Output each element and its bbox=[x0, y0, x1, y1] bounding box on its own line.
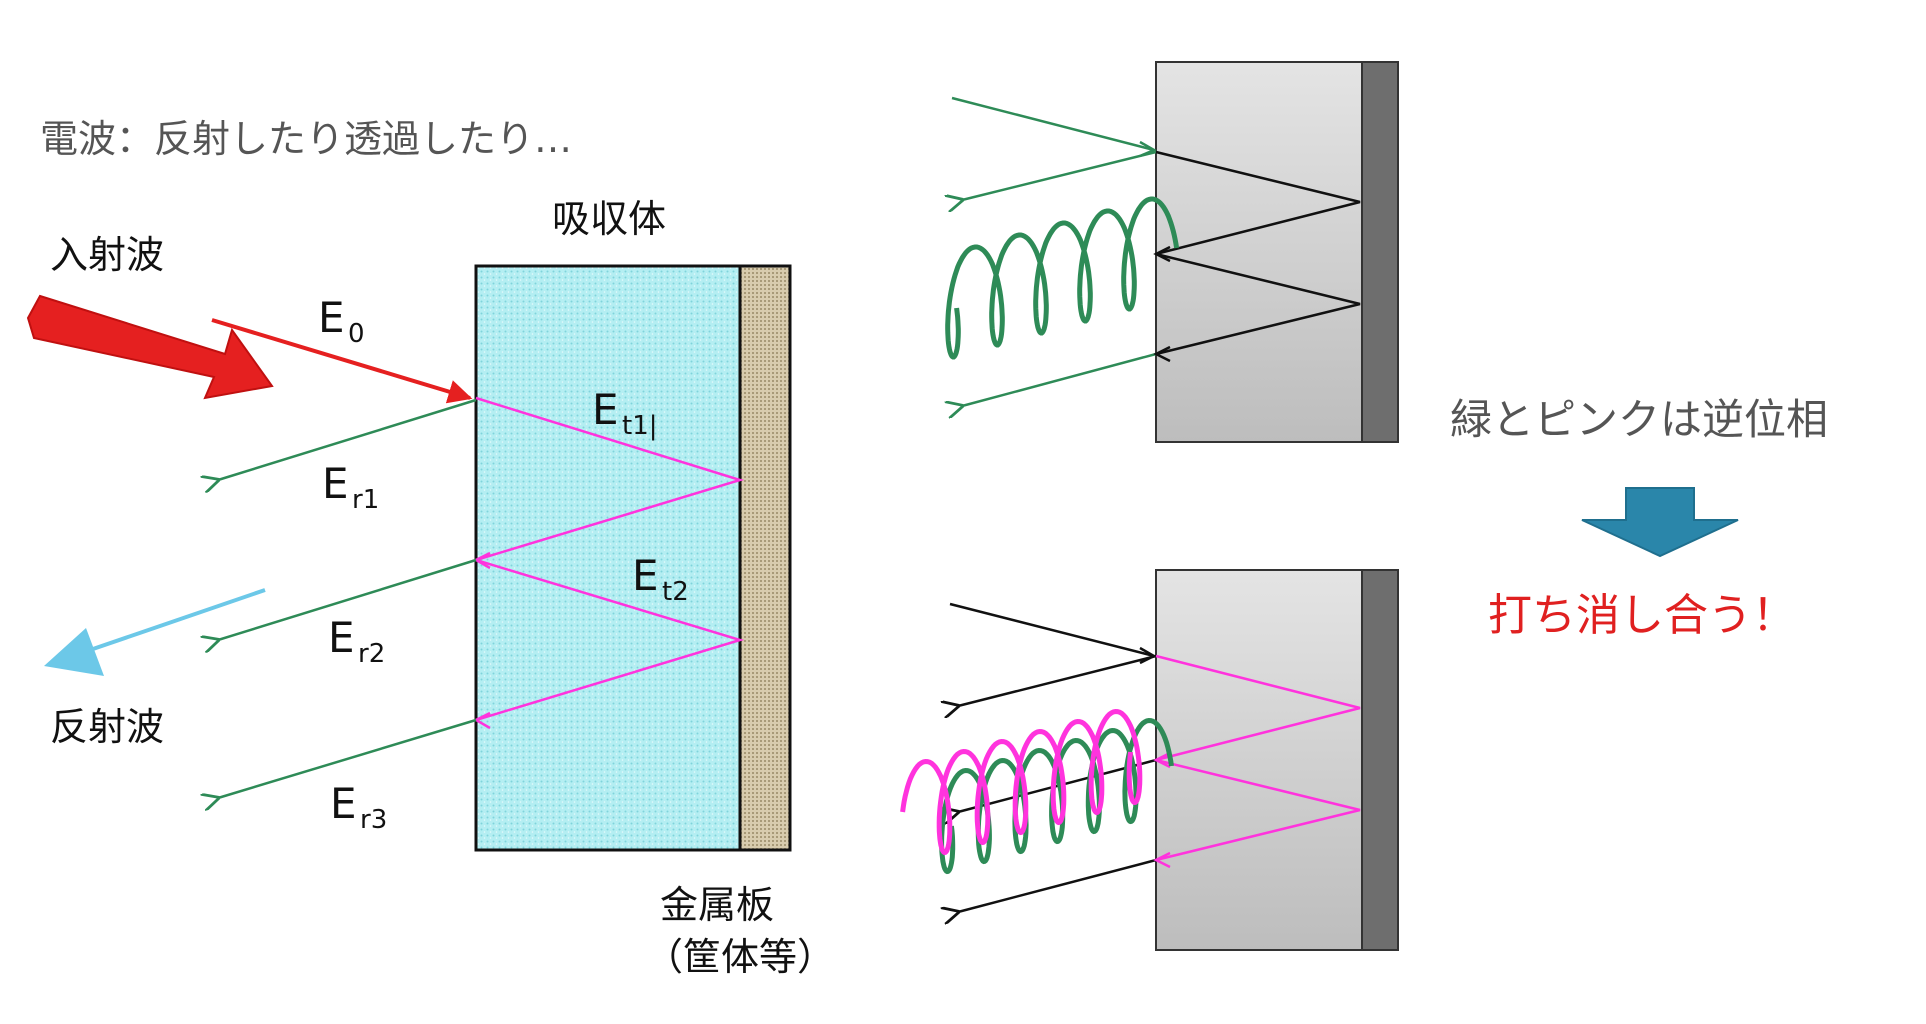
caption-text: 電波：反射したり透過したり… bbox=[40, 117, 572, 161]
top-zigzag-arrowhead-1 bbox=[1153, 245, 1171, 263]
er1-ray bbox=[218, 398, 477, 480]
metal-plate-label: 金属板 bbox=[660, 883, 774, 927]
er2-ray bbox=[218, 558, 477, 640]
result-text: 打ち消し合う！ bbox=[1488, 590, 1796, 641]
et2-label: E t2 bbox=[632, 551, 689, 607]
reflected-wave-shaft bbox=[89, 588, 266, 652]
svg-text:0: 0 bbox=[348, 319, 365, 349]
top-green-wave bbox=[945, 196, 1180, 360]
svg-text:t2: t2 bbox=[662, 577, 689, 607]
phase-explanation-text: 緑とピンクは逆位相 bbox=[1450, 395, 1828, 444]
bottom-absorber-panel bbox=[1155, 569, 1363, 951]
incident-wave-arrow bbox=[26, 294, 274, 400]
reflected-wave-arrowhead bbox=[44, 628, 104, 676]
top-reflected-ray-2 bbox=[962, 352, 1157, 406]
svg-text:r1: r1 bbox=[352, 485, 379, 515]
bottom-reflected-ray-2 bbox=[958, 758, 1157, 812]
e0-ray bbox=[211, 318, 473, 404]
svg-text:t1|: t1| bbox=[622, 411, 658, 441]
top-zigzag-arrowhead-2 bbox=[1153, 345, 1171, 363]
bottom-zigzag-arrowhead-1 bbox=[1153, 751, 1171, 769]
svg-text:E: E bbox=[318, 293, 345, 342]
bottom-incident-ray bbox=[949, 602, 1155, 658]
svg-text:r2: r2 bbox=[358, 639, 385, 669]
e0-label: E 0 bbox=[318, 293, 365, 349]
svg-text:E: E bbox=[632, 551, 659, 600]
reflected-wave-label: 反射波 bbox=[50, 705, 164, 749]
svg-text:E: E bbox=[322, 459, 349, 508]
top-reflected-ray-1 bbox=[962, 150, 1157, 200]
metal-plate bbox=[738, 264, 792, 852]
er3-label: E r3 bbox=[330, 779, 387, 835]
bottom-metal-panel bbox=[1361, 569, 1399, 951]
down-arrow-icon bbox=[1581, 487, 1739, 558]
absorber-block bbox=[474, 264, 742, 852]
svg-text:E: E bbox=[328, 613, 355, 662]
svg-text:r3: r3 bbox=[360, 805, 387, 835]
er3-ray bbox=[218, 718, 477, 798]
er2-label: E r2 bbox=[328, 613, 385, 669]
svg-text:E: E bbox=[592, 385, 619, 434]
metal-plate-note: （筐体等） bbox=[645, 935, 835, 979]
et1-label: E t1| bbox=[592, 385, 658, 441]
top-absorber-panel bbox=[1155, 61, 1363, 443]
top-metal-panel bbox=[1361, 61, 1399, 443]
bottom-reflected-ray-3 bbox=[958, 858, 1157, 912]
top-incident-ray bbox=[951, 96, 1155, 152]
svg-text:E: E bbox=[330, 779, 357, 828]
absorber-label: 吸収体 bbox=[552, 197, 666, 241]
er1-label: E r1 bbox=[322, 459, 379, 515]
incident-wave-label: 入射波 bbox=[50, 233, 164, 277]
bottom-reflected-ray-1 bbox=[958, 654, 1157, 706]
bottom-pink-wave bbox=[900, 708, 1143, 856]
bottom-zigzag-arrowhead-2 bbox=[1153, 851, 1171, 869]
